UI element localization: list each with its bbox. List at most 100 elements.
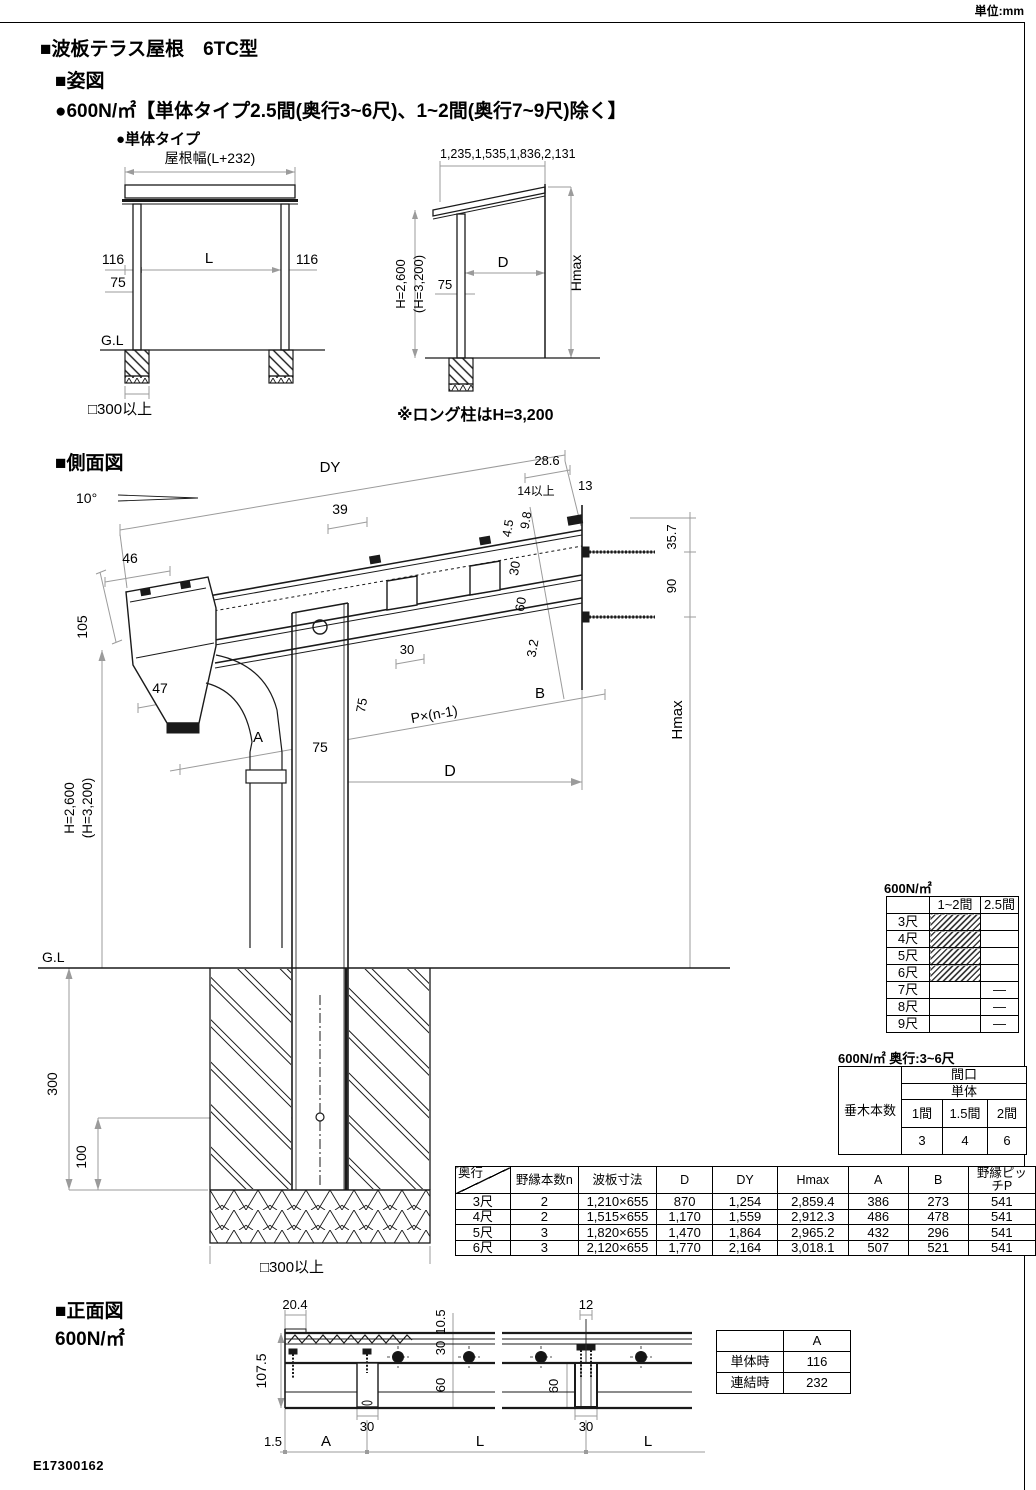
maguchi-header: 間口 [901, 1066, 1027, 1084]
dim-75: 75 [110, 274, 126, 290]
doc-code: E17300162 [33, 1458, 105, 1473]
dim-60-right: 60 [546, 1379, 561, 1393]
dim-60-left: 60 [433, 1378, 448, 1392]
dim-D-side: D [498, 254, 509, 271]
gl-label-section: G.L [42, 949, 65, 965]
dim-A-elev: A [321, 1433, 331, 1450]
a-col-header: A [783, 1330, 851, 1352]
dim-20-4: 20.4 [282, 1297, 307, 1312]
side-section-drawing: 10° DY 39 46 105 47 28.6 14以上 13 4.5 9.8… [38, 450, 730, 1276]
page-frame-right [1024, 22, 1025, 1490]
unit-label: 単位:mm [974, 4, 1024, 18]
page-title: ■波板テラス屋根 6TC型 [40, 39, 258, 60]
side-dimension-lines [412, 161, 574, 359]
dim-B: B [535, 685, 545, 702]
front-elevation-drawing: 20.4 12 10.5 30 60 60 107.5 30 30 1.5 A … [253, 1297, 705, 1454]
dim-30-rafter-right: 30 [579, 1419, 593, 1434]
long-post-note: ※ロング柱はH=3,200 [397, 405, 554, 424]
dim-46: 46 [122, 550, 138, 566]
screw-icon [576, 1344, 596, 1377]
section-sugata-title: ■姿図 [55, 71, 105, 92]
table-row: 8尺— [886, 998, 1019, 1016]
dim-30-rafter: 30 [400, 642, 414, 657]
bolt-cross-icon [530, 1346, 552, 1368]
dim-75-side: 75 [438, 277, 452, 292]
screw-icon [362, 1348, 372, 1373]
appearance-side-drawing: 1,235,1,535,1,836,2,131 H=2,600 (H=3,200… [395, 147, 600, 424]
dim-1-5: 1.5 [264, 1434, 282, 1449]
bolt-cross-icon [387, 1346, 409, 1368]
hatch-cell [929, 930, 981, 948]
dim-L: L [205, 250, 213, 267]
side-structure [425, 184, 600, 392]
dim-hmax-side: Hmax [568, 255, 584, 292]
rafter-table-title: 600N/㎡ 奥行:3~6尺 [838, 1051, 955, 1066]
table-row: 9尺— [886, 1015, 1019, 1033]
dim-35-7: 35.7 [664, 524, 679, 549]
dim-4-5: 4.5 [500, 518, 517, 538]
rafter-stub: 垂木本数 [838, 1066, 902, 1155]
elevation-dimension-lines [277, 1310, 705, 1454]
dim-h-alt: (H=3,200) [80, 778, 95, 838]
table-row: 3尺 [886, 913, 1019, 931]
dim-3-2: 3.2 [524, 638, 542, 658]
dim-107-5: 107.5 [253, 1353, 269, 1388]
dim-P: P×(n-1) [410, 702, 459, 726]
depth-options-label: 1,235,1,535,1,836,2,131 [440, 147, 576, 161]
footing-label: □300以上 [88, 401, 152, 418]
tantai-header: 単体 [901, 1083, 1027, 1100]
footing-label-section: □300以上 [260, 1259, 324, 1276]
dim-dy: DY [320, 459, 341, 476]
section-sokumen-title: ■側面図 [55, 453, 124, 474]
span-table-title: 600N/㎡ [884, 881, 932, 896]
front-structure [100, 184, 325, 384]
section-shomen-title: ■正面図 [55, 1301, 124, 1322]
dim-L1: L [476, 1433, 484, 1450]
dim-angle: 10° [76, 490, 97, 506]
dim-30-rafter-left: 30 [360, 1419, 374, 1434]
elevation-structure [284, 1319, 692, 1410]
dim-116-right: 116 [296, 251, 319, 267]
dim-10-5: 10.5 [433, 1309, 448, 1334]
hatch-cell [929, 913, 981, 931]
table-row: 5尺 [886, 947, 1019, 965]
dim-9-8: 9.8 [518, 510, 535, 530]
rafter-table: 垂木本数 間口 単体 1間 1.5間 2間 3 4 6 [838, 1066, 1027, 1155]
bolt-cross-icon [458, 1346, 480, 1368]
span-table: 1~2間 2.5間 3尺 4尺 5尺 6尺 7尺— 8尺— 9尺— [886, 896, 1019, 1033]
dim-39: 39 [332, 501, 348, 517]
dim-60-wall: 60 [512, 596, 529, 613]
roof-width-label: 屋根幅(L+232) [165, 150, 256, 166]
hatch-cell [929, 964, 981, 982]
span-col2-header: 2.5間 [980, 896, 1019, 914]
dim-L2: L [644, 1433, 652, 1450]
load-note: ●600N/㎡【単体タイプ2.5間(奥行3~6尺)、1~2間(奥行7~9尺)除く… [55, 101, 627, 122]
shomen-load-label: 600N/㎡ [55, 1329, 125, 1350]
dim-105: 105 [74, 615, 90, 639]
hatch-cell [929, 947, 981, 965]
dim-47: 47 [152, 680, 168, 696]
bolt-cross-icon [630, 1346, 652, 1368]
dim-100: 100 [73, 1145, 89, 1169]
dim-D: D [444, 763, 456, 780]
dim-30-top: 30 [433, 1341, 448, 1355]
dim-h-alt: (H=3,200) [411, 255, 426, 313]
dim-hmax: Hmax [669, 700, 686, 740]
dim-30-wall: 30 [506, 560, 523, 577]
dim-116-left: 116 [102, 251, 125, 267]
dim-h-main: H=2,600 [62, 782, 77, 833]
table-row: 4尺 [886, 930, 1019, 948]
dim-300: 300 [44, 1072, 60, 1096]
dim-A: A [253, 729, 263, 746]
gl-label: G.L [101, 332, 124, 348]
dim-h-main: H=2,600 [395, 259, 408, 309]
